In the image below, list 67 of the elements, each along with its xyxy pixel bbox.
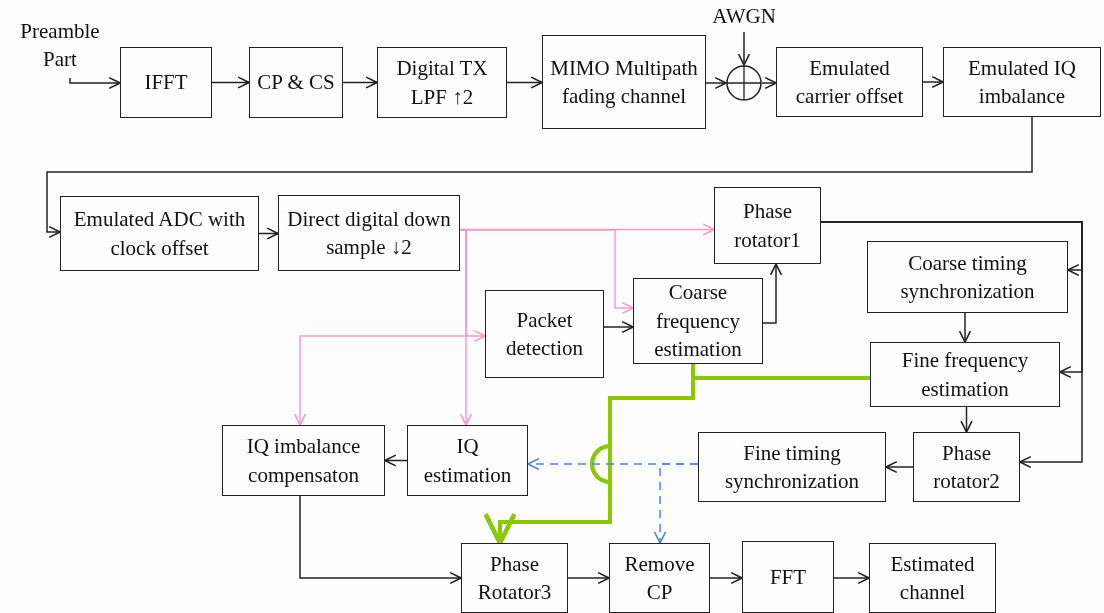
arrow xyxy=(258,227,279,240)
box-label: IQ estimation xyxy=(422,433,513,489)
box-label: Coarse frequency estimation xyxy=(653,279,743,364)
arrow xyxy=(960,406,973,433)
arrow xyxy=(603,320,634,334)
box-label: Emulated IQ imbalance xyxy=(967,54,1077,110)
arrow xyxy=(211,76,250,89)
box-label: Estimated channel xyxy=(889,550,976,606)
box-label: CP & CS xyxy=(256,69,336,97)
process-box xyxy=(633,278,763,364)
process-box xyxy=(870,342,1060,407)
process-box xyxy=(698,432,886,502)
box-label: IQ imbalance compensaton xyxy=(245,433,362,489)
process-box xyxy=(943,47,1101,117)
box-label: Phase rotator2 xyxy=(932,439,1001,495)
box-label: IFFT xyxy=(143,69,189,97)
process-box xyxy=(867,241,1068,313)
box-label: Fine frequency estimation xyxy=(900,347,1030,403)
box-label: Digital TX LPF ↑2 xyxy=(395,55,489,111)
box-label: MIMO Multipath fading channel xyxy=(549,54,699,110)
process-box xyxy=(869,543,996,613)
arrow xyxy=(705,76,727,90)
arrow xyxy=(885,460,914,474)
arrow xyxy=(384,454,408,467)
arrow xyxy=(762,263,783,324)
box-label: Emulated ADC with clock offset xyxy=(72,206,247,262)
box-label: Phase rotator1 xyxy=(733,198,802,254)
process-box xyxy=(609,543,710,613)
process-box xyxy=(714,187,821,264)
arrow xyxy=(820,221,1083,469)
box-label: FFT xyxy=(768,563,808,591)
box-label: Coarse timing synchronization xyxy=(899,249,1036,305)
arrow xyxy=(567,571,610,585)
arrow xyxy=(833,571,870,585)
arrow xyxy=(737,31,751,66)
arrow xyxy=(506,76,543,89)
arrow xyxy=(958,312,972,343)
process-box xyxy=(742,541,834,613)
box-label: Packet detection xyxy=(505,306,584,362)
box-label: Phase Rotator3 xyxy=(476,550,553,606)
arrow xyxy=(342,76,378,89)
process-box xyxy=(485,290,604,378)
process-box xyxy=(542,35,706,129)
box-label: Fine timing synchronization xyxy=(723,439,861,495)
arrow xyxy=(46,116,1033,239)
process-box xyxy=(776,47,923,117)
process-box xyxy=(377,47,507,118)
input-label: AWGN xyxy=(711,2,777,30)
process-box xyxy=(222,425,385,496)
arrow xyxy=(761,76,777,90)
process-box xyxy=(461,543,568,613)
arrow xyxy=(653,463,699,544)
process-box xyxy=(249,47,343,118)
arrow xyxy=(709,571,743,585)
arrow xyxy=(459,229,473,426)
process-box xyxy=(60,196,259,271)
process-box xyxy=(278,195,460,271)
arrow xyxy=(299,495,462,585)
input-label: Preamble Part xyxy=(19,17,101,73)
box-label: Direct digital down sample ↓2 xyxy=(286,205,452,261)
box-label: Remove CP xyxy=(623,550,696,606)
box-label: Emulated carrier offset xyxy=(794,54,905,110)
process-box xyxy=(407,425,528,496)
process-box xyxy=(120,47,212,118)
arrow xyxy=(69,76,121,90)
process-box xyxy=(913,432,1020,502)
arrow xyxy=(922,75,944,89)
